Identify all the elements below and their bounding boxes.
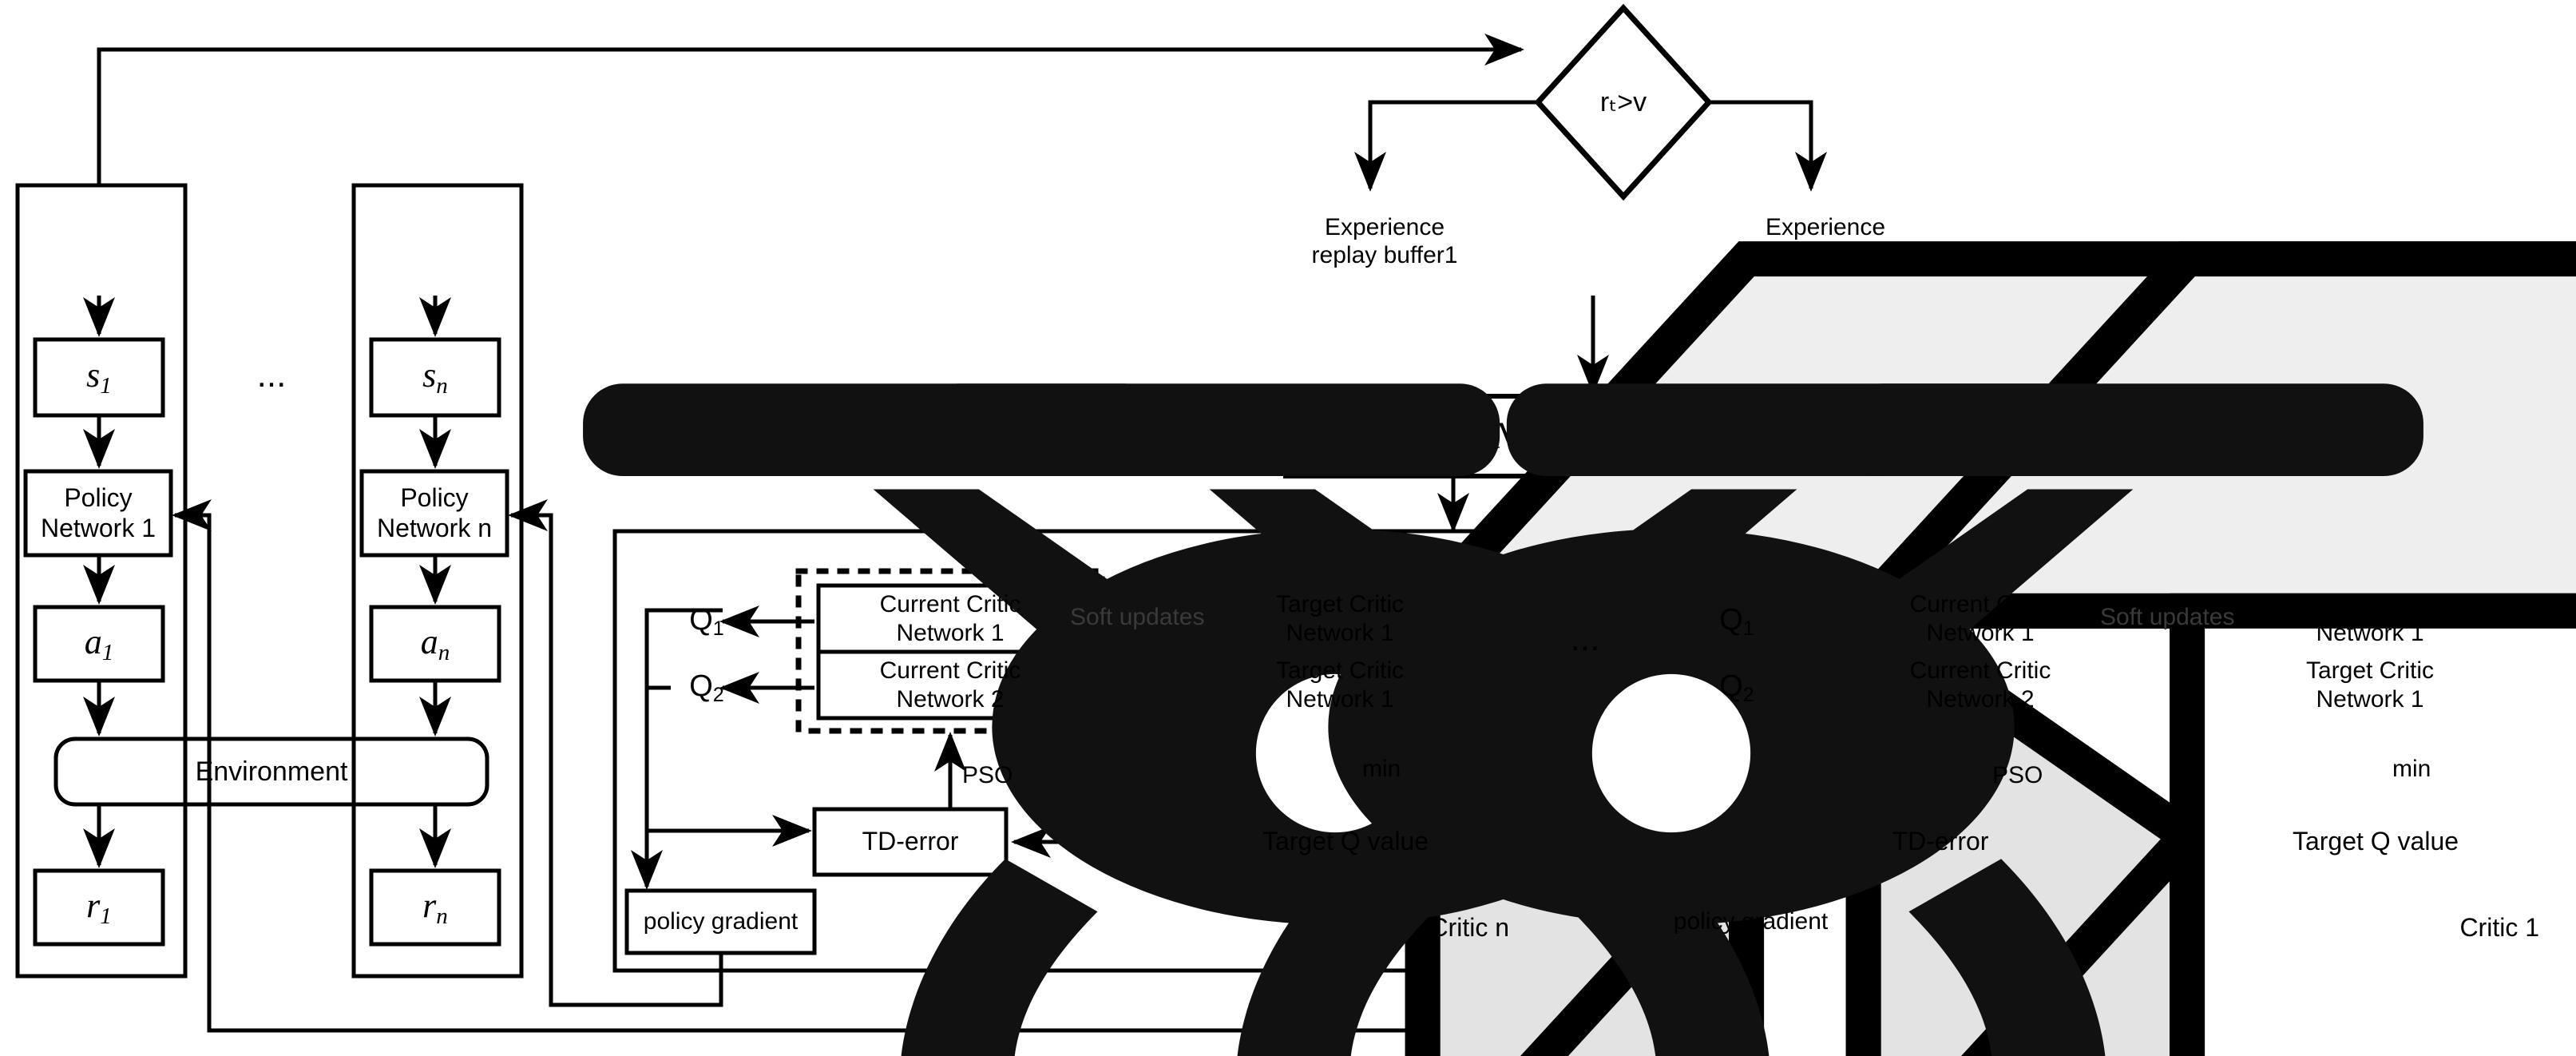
pg-n-to-policy-n-line [507, 499, 723, 1007]
drone-icon [383, 225, 2423, 1056]
agent-n-reward-box [369, 868, 501, 947]
environment-box [54, 736, 489, 807]
agent-1-reward-box [33, 868, 165, 947]
reward-to-decision-line [97, 34, 1525, 185]
agent-n-frame [351, 183, 524, 979]
critic-n-current-dotted [795, 568, 1105, 734]
agent-1-frame [15, 183, 188, 979]
decision-diamond [1534, 3, 1713, 201]
critic-n-td-error-box [812, 807, 1009, 877]
drone-icon [47, 225, 2087, 1056]
